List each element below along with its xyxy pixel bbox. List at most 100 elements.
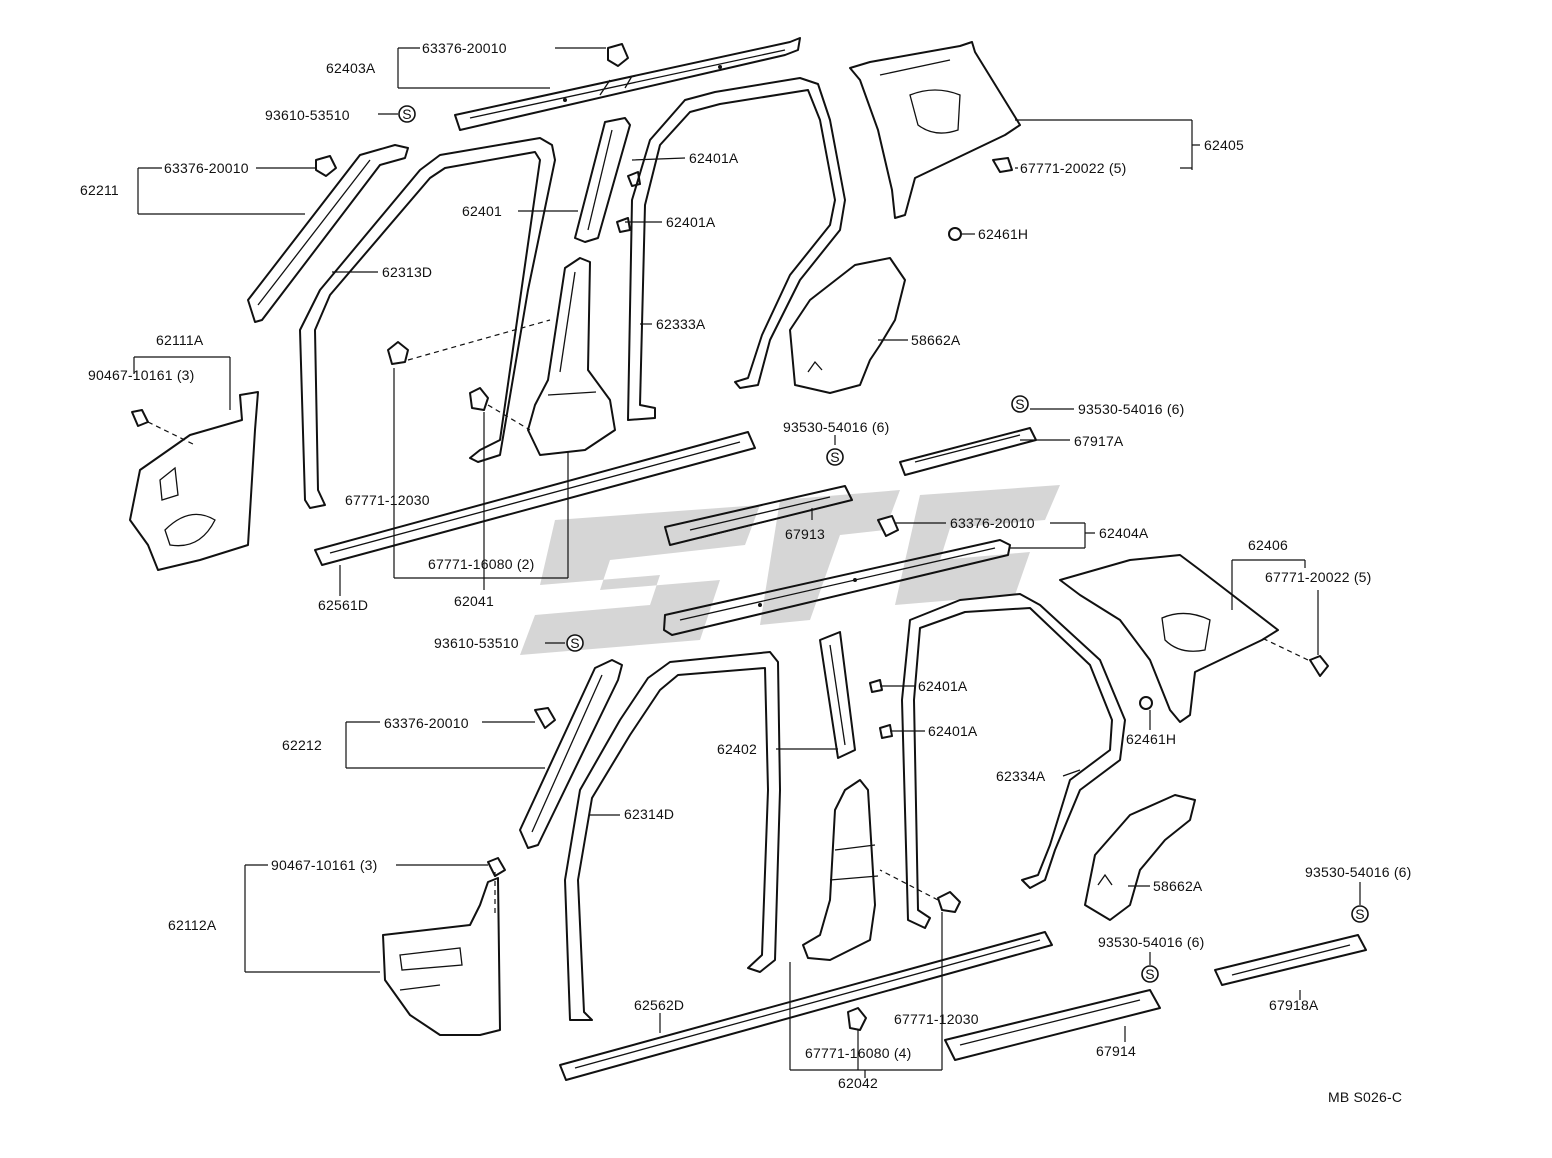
part-62334A-rear-weatherstrip xyxy=(901,593,1126,929)
part-62211-front-pillar xyxy=(247,144,409,323)
label-63376-20010-b: 63376-20010 xyxy=(950,515,1035,531)
label-62561D: 62561D xyxy=(318,597,368,613)
part-62314D-weatherstrip xyxy=(564,651,781,1021)
label-93610-53510-b: 93610-53510 xyxy=(434,635,519,651)
label-62112A: 62112A xyxy=(168,917,217,933)
clip-63376-b xyxy=(877,515,899,537)
label-62111A: 62111A xyxy=(156,332,204,348)
s-symbol-text: S xyxy=(1015,396,1025,412)
clip-67771-20022-b xyxy=(1261,637,1329,677)
clip-90467-a xyxy=(131,409,196,446)
part-67914-step xyxy=(944,989,1161,1061)
label-62401: 62401 xyxy=(462,203,502,219)
s-symbol-93530-a: S xyxy=(1011,395,1029,413)
clip-63376-c xyxy=(534,707,556,729)
watermark-logo xyxy=(520,485,1060,655)
label-62402: 62402 xyxy=(717,741,757,757)
label-62314D: 62314D xyxy=(624,806,674,822)
clip-90467-b xyxy=(487,857,506,877)
clip-62401A-4 xyxy=(879,724,893,739)
label-67771-12030-a: 67771-12030 xyxy=(345,492,430,508)
s-symbol-text: S xyxy=(570,635,580,651)
part-labels: 63376-20010 62403A 93610-53510 63376-200… xyxy=(80,40,1412,1105)
part-62111A-cowl-trim xyxy=(129,391,259,571)
label-90467-10161-a: 90467-10161 (3) xyxy=(88,367,195,383)
part-62212-front-pillar xyxy=(519,659,623,849)
label-62333A: 62333A xyxy=(656,316,706,332)
s-symbol-text: S xyxy=(402,106,412,122)
label-62401A-1: 62401A xyxy=(689,150,739,166)
label-62212: 62212 xyxy=(282,737,322,753)
label-62042: 62042 xyxy=(838,1075,878,1091)
s-symbol-text: S xyxy=(1355,906,1365,922)
clip-62401A-2 xyxy=(616,217,631,233)
label-67918A: 67918A xyxy=(1269,997,1319,1013)
label-62334A: 62334A xyxy=(996,768,1046,784)
part-62112A-cowl-trim xyxy=(382,877,501,1036)
label-62405: 62405 xyxy=(1204,137,1244,153)
diagram-code: MB S026-C xyxy=(1328,1089,1402,1105)
clip-67771-16080-a xyxy=(469,387,531,431)
label-62401A-4: 62401A xyxy=(928,723,978,739)
label-67771-20022-a: 67771-20022 (5) xyxy=(1020,160,1127,176)
s-symbol-93610-a: S xyxy=(398,105,416,123)
part-62333A-rear-weatherstrip xyxy=(627,77,846,421)
label-62313D: 62313D xyxy=(382,264,432,280)
clip-63376-top xyxy=(607,43,629,67)
clip-67771-12030-b xyxy=(879,869,961,913)
part-62401-center-pillar-upper xyxy=(574,117,631,243)
clip-67771-12030-a xyxy=(387,319,551,365)
part-62402-center-pillar-upper xyxy=(819,631,856,759)
part-62313D-weatherstrip xyxy=(299,137,556,509)
part-58662A-wheelhouse-b xyxy=(1084,794,1196,921)
part-62404A-roof-rail xyxy=(663,539,1011,636)
label-67771-16080-a: 67771-16080 (2) xyxy=(428,556,535,572)
label-62461H-a: 62461H xyxy=(978,226,1028,242)
label-67913: 67913 xyxy=(785,526,825,542)
part-62042-center-pillar-lower xyxy=(802,779,879,961)
label-62562D: 62562D xyxy=(634,997,684,1013)
s-symbol-text: S xyxy=(830,449,840,465)
part-62562D-scuff xyxy=(559,931,1053,1081)
s-symbol-93530-b: S xyxy=(826,448,844,466)
label-62211: 62211 xyxy=(80,182,119,198)
label-63376-20010-c: 63376-20010 xyxy=(384,715,469,731)
part-62406-quarter-trim xyxy=(1059,554,1279,723)
label-62461H-b: 62461H xyxy=(1126,731,1176,747)
clip-62401A-3 xyxy=(869,679,883,693)
label-62401A-3: 62401A xyxy=(918,678,968,694)
part-67917A-step xyxy=(899,427,1037,476)
clip-62461H-b xyxy=(1139,696,1153,710)
label-63376-20010-a: 63376-20010 xyxy=(164,160,249,176)
label-93530-54016-c: 93530-54016 (6) xyxy=(1305,864,1412,880)
label-67771-20022-b: 67771-20022 (5) xyxy=(1265,569,1372,585)
part-62405-quarter-trim xyxy=(849,41,1021,219)
label-63376-20010-top: 63376-20010 xyxy=(422,40,507,56)
label-93530-54016-b: 93530-54016 (6) xyxy=(783,419,890,435)
s-symbol-93530-d: S xyxy=(1141,965,1159,983)
label-67914: 67914 xyxy=(1096,1043,1136,1059)
part-67913-step xyxy=(664,485,853,546)
label-62403A: 62403A xyxy=(326,60,376,76)
label-93530-54016-d: 93530-54016 (6) xyxy=(1098,934,1205,950)
label-62406: 62406 xyxy=(1248,537,1288,553)
label-67917A: 67917A xyxy=(1074,433,1124,449)
clip-67771-16080-b xyxy=(847,1007,867,1031)
s-symbol-93530-c: S xyxy=(1351,905,1369,923)
label-93530-54016-a: 93530-54016 (6) xyxy=(1078,401,1185,417)
part-58662A-wheelhouse-a xyxy=(789,257,906,394)
part-62041-center-pillar-lower xyxy=(527,257,616,456)
label-62401A-2: 62401A xyxy=(666,214,716,230)
label-93610-53510-a: 93610-53510 xyxy=(265,107,350,123)
clip-63376-a xyxy=(315,155,337,177)
label-62404A: 62404A xyxy=(1099,525,1149,541)
s-symbol-text: S xyxy=(1145,966,1155,982)
clip-62461H-a xyxy=(948,227,962,241)
label-58662A-b: 58662A xyxy=(1153,878,1203,894)
s-symbol-93610-b: S xyxy=(566,634,584,652)
part-62561D-scuff xyxy=(314,431,756,566)
label-67771-12030-b: 67771-12030 xyxy=(894,1011,979,1027)
leader-lines xyxy=(133,47,1361,1078)
